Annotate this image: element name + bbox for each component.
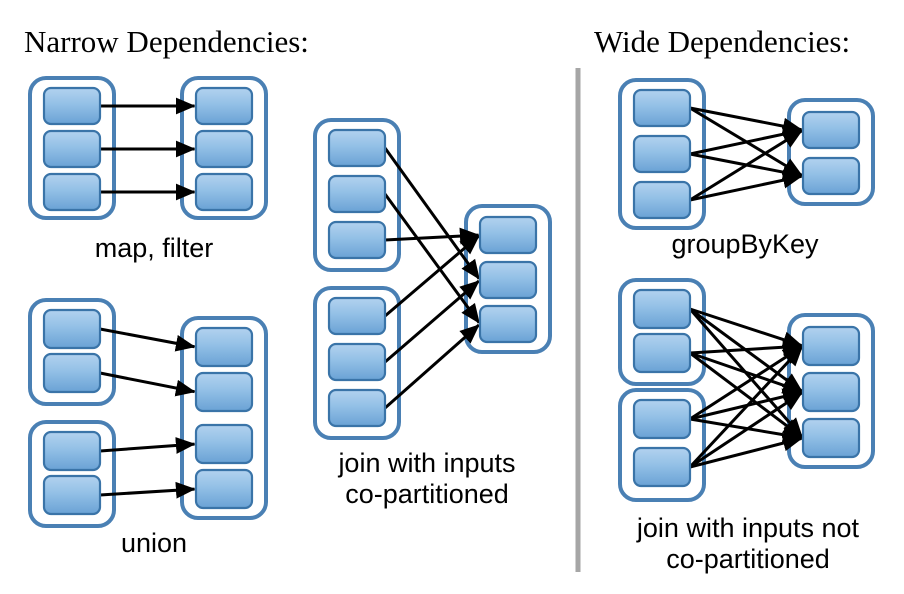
partition-box xyxy=(632,288,692,330)
caption-line: join with inputs xyxy=(337,448,515,478)
partition-box xyxy=(632,88,692,128)
partition-box xyxy=(42,129,102,169)
partition-box xyxy=(42,308,102,350)
partition-box xyxy=(194,326,254,368)
caption-line: co-partitioned xyxy=(666,544,830,574)
dependency-arrow xyxy=(384,323,480,410)
partition-box xyxy=(194,86,254,126)
partition-box xyxy=(194,129,254,169)
partition-box xyxy=(194,423,254,465)
heading-wide: Wide Dependencies: xyxy=(594,24,850,59)
partition-box xyxy=(801,417,861,459)
dependency-arrow xyxy=(689,391,803,469)
dependency-arrow xyxy=(689,345,803,421)
dependency-arrow xyxy=(384,234,480,318)
partition-boxes-layer xyxy=(42,86,861,516)
partition-box xyxy=(801,371,861,413)
partition-box xyxy=(327,296,387,336)
dependency-arrow xyxy=(383,147,481,280)
dependency-arrow xyxy=(99,327,196,352)
partition-box xyxy=(42,86,102,126)
partition-box xyxy=(632,180,692,220)
partition-box xyxy=(478,215,538,255)
partition-box xyxy=(327,342,387,382)
partition-box xyxy=(632,134,692,174)
partition-box xyxy=(327,128,387,168)
edges-layer xyxy=(99,97,804,499)
partition-box xyxy=(42,474,102,516)
partition-box xyxy=(801,325,861,367)
partition-box xyxy=(194,371,254,413)
partition-box xyxy=(42,172,102,212)
dependency-arrow xyxy=(689,351,803,394)
partition-box xyxy=(194,172,254,212)
partition-box xyxy=(632,332,692,374)
dependency-arrow xyxy=(384,279,480,364)
caption-line: co-partitioned xyxy=(345,479,509,509)
rdd-container-target xyxy=(180,316,268,520)
heading-narrow: Narrow Dependencies: xyxy=(24,24,309,59)
partition-box xyxy=(42,430,102,472)
caption-union: union xyxy=(121,528,187,558)
caption-line: join with inputs not xyxy=(636,513,860,543)
dependency-arrow xyxy=(99,437,196,454)
partition-box xyxy=(801,156,861,196)
partition-box xyxy=(478,304,538,344)
partition-box xyxy=(327,174,387,214)
caption-line: map, filter xyxy=(95,233,214,263)
text-layer: Narrow Dependencies: Wide Dependencies: ma… xyxy=(24,24,860,574)
partition-box xyxy=(632,446,692,488)
dependency-arrow xyxy=(99,481,196,499)
partition-box xyxy=(194,468,254,510)
partition-box xyxy=(42,352,102,394)
dependency-arrow xyxy=(689,129,803,202)
dependency-arrow xyxy=(688,346,804,469)
dependency-arrow xyxy=(99,371,196,397)
dependency-arrow xyxy=(689,351,803,439)
dependency-arrow xyxy=(689,434,803,469)
partition-box xyxy=(327,388,387,428)
caption-map-filter: map, filter xyxy=(95,233,214,263)
partition-box xyxy=(478,260,538,300)
partition-box xyxy=(327,220,387,260)
partition-box xyxy=(801,110,861,150)
dependency-arrow xyxy=(689,338,803,356)
caption-groupbykey: groupByKey xyxy=(671,229,819,259)
dependency-arrow xyxy=(689,171,803,202)
caption-line: groupByKey xyxy=(671,229,819,259)
caption-line: union xyxy=(121,528,187,558)
partition-box xyxy=(632,398,692,440)
dependency-arrow xyxy=(383,193,481,324)
